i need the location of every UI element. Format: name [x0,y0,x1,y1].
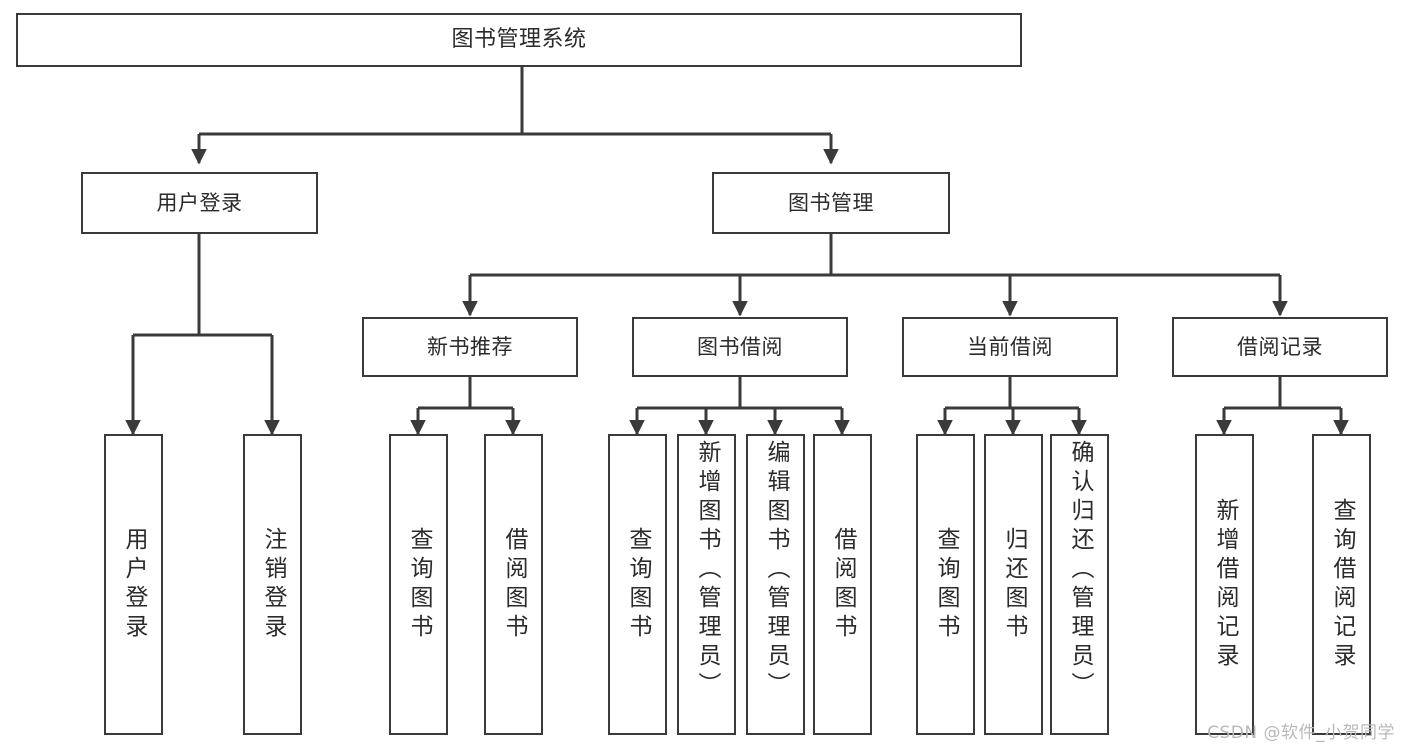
node-user-login[interactable]: 用户登录 [81,172,318,234]
node-label: 查询图书 [406,526,432,643]
node-label: 归还图书 [1001,526,1027,643]
node-label: 查询图书 [933,526,959,643]
node-label: 新增借阅记录 [1212,497,1238,672]
node-label: 用户登录 [156,190,243,215]
node-label: 图书管理系统 [451,27,587,53]
leaf-query-book-recommend[interactable]: 查询图书 [389,434,448,735]
node-label: 图书管理 [788,190,874,215]
leaf-confirm-return-admin[interactable]: 确认归还（管理员） [1050,434,1109,735]
leaf-edit-book-admin[interactable]: 编辑图书（管理员） [746,434,805,735]
node-label: 查询借阅记录 [1329,497,1355,672]
node-new-book-recommend[interactable]: 新书推荐 [362,317,578,377]
node-label: 新增图书（管理员） [694,440,720,701]
leaf-borrow-book-recommend[interactable]: 借阅图书 [484,434,543,735]
leaf-query-borrow-record[interactable]: 查询借阅记录 [1312,434,1371,735]
leaf-query-book-current[interactable]: 查询图书 [916,434,975,735]
node-label: 借阅图书 [501,526,527,643]
node-book-borrow[interactable]: 图书借阅 [632,317,848,377]
node-root-system[interactable]: 图书管理系统 [16,13,1022,67]
leaf-return-book[interactable]: 归还图书 [984,434,1043,735]
leaf-add-borrow-record[interactable]: 新增借阅记录 [1195,434,1254,735]
leaf-user-login[interactable]: 用户登录 [104,434,163,735]
node-label: 借阅图书 [830,526,856,643]
leaf-logout-login[interactable]: 注销登录 [243,434,302,735]
node-label: 图书借阅 [697,334,783,359]
node-book-management[interactable]: 图书管理 [712,172,950,234]
leaf-add-book-admin[interactable]: 新增图书（管理员） [677,434,736,735]
node-label: 编辑图书（管理员） [763,440,789,701]
node-label: 新书推荐 [427,334,513,359]
node-borrow-record[interactable]: 借阅记录 [1172,317,1388,377]
node-label: 用户登录 [121,526,147,643]
node-label: 注销登录 [260,526,286,643]
leaf-query-book-borrow[interactable]: 查询图书 [608,434,667,735]
node-label: 查询图书 [625,526,651,643]
node-current-borrow[interactable]: 当前借阅 [902,317,1118,377]
node-label: 确认归还（管理员） [1067,440,1093,701]
leaf-borrow-book-borrow[interactable]: 借阅图书 [813,434,872,735]
node-label: 借阅记录 [1237,334,1323,359]
node-label: 当前借阅 [967,334,1053,359]
